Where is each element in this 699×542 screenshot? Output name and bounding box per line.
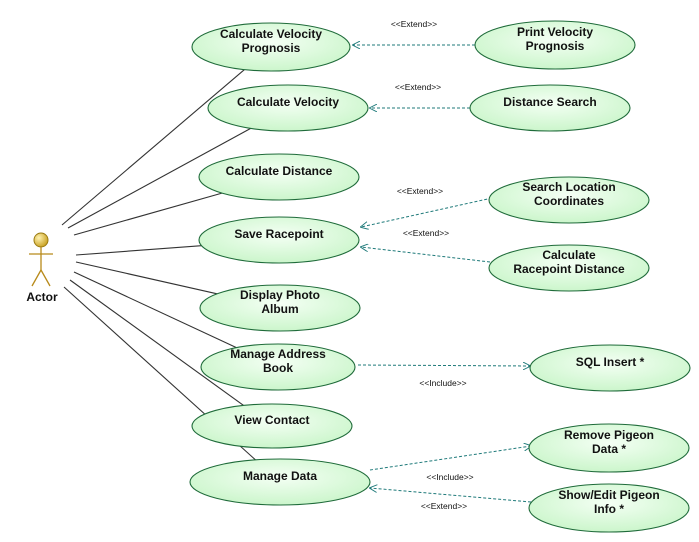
dependency-arrow: [370, 488, 532, 503]
use-case-label: Coordinates: [534, 194, 604, 208]
dependency-arrow: [357, 365, 530, 366]
stereotype-label: <<Extend>>: [421, 501, 467, 511]
use-case-label: Prognosis: [242, 41, 301, 55]
use-case-ellipse: [469, 84, 631, 132]
use-case-ellipse: [200, 343, 356, 391]
use-case-label: Manage Data: [243, 469, 317, 483]
association-line: [73, 271, 237, 349]
use-case-label: Prognosis: [526, 39, 585, 53]
use-case-ellipse: [189, 458, 371, 506]
association-line: [73, 192, 223, 236]
association-lines: [61, 69, 256, 461]
use-case-view-contact[interactable]: View Contact: [191, 403, 353, 449]
use-case-ellipse: [198, 153, 360, 201]
use-case-label: Calculate: [542, 248, 596, 262]
use-case-label: Search Location: [522, 180, 615, 194]
use-case-ellipse: [191, 403, 353, 449]
use-case-label: Info *: [594, 502, 624, 516]
dependency-lines: <<Extend>> <<Extend>> <<Extend>> <<Extend>>…: [353, 19, 531, 511]
association-line: [75, 245, 202, 256]
stereotype-label: <<Include>>: [426, 472, 473, 482]
use-case-ellipse: [207, 84, 369, 132]
use-case-label: Print Velocity: [517, 25, 593, 39]
use-case-label: Book: [263, 361, 293, 375]
actor-right-leg: [40, 269, 51, 287]
actor-head: [33, 232, 49, 248]
use-case-label: Album: [261, 302, 298, 316]
use-case-ellipse: [529, 344, 691, 392]
use-case-label: Display Photo: [240, 288, 320, 302]
use-case-dist-search[interactable]: Distance Search: [469, 84, 631, 132]
use-case-ellipse: [528, 423, 690, 473]
actor-left-leg: [31, 269, 42, 287]
stereotype-label: <<Extend>>: [391, 19, 437, 29]
use-case-label: Save Racepoint: [234, 227, 323, 241]
use-case-ellipse: [191, 22, 351, 72]
use-case-label: Show/Edit Pigeon: [558, 488, 659, 502]
dependency-arrow: [369, 446, 531, 471]
use-case-label: Calculate Velocity: [237, 95, 339, 109]
dependency-arrow: [361, 197, 493, 227]
association-line: [61, 69, 245, 226]
use-case-ellipse: [528, 483, 690, 533]
stereotype-label: <<Include>>: [419, 378, 466, 388]
use-case-ellipse: [198, 216, 360, 264]
use-case-save-race[interactable]: Save Racepoint: [198, 216, 360, 264]
use-case-ellipse: [488, 244, 650, 292]
use-case-ellipse: [474, 20, 636, 70]
use-case-manage-data[interactable]: Manage Data: [189, 458, 371, 506]
stereotype-label: <<Extend>>: [403, 228, 449, 238]
association-line: [67, 127, 251, 229]
association-line: [75, 261, 218, 295]
use-case-sql-insert[interactable]: SQL Insert *: [529, 344, 691, 392]
use-case-calc-dist[interactable]: Calculate Distance: [198, 153, 360, 201]
use-case-label: View Contact: [234, 413, 309, 427]
use-case-label: Manage Address: [230, 347, 326, 361]
use-case-label: Racepoint Distance: [513, 262, 625, 276]
use-case-label: Calculate Velocity: [220, 27, 322, 41]
use-case-label: SQL Insert *: [576, 355, 645, 369]
use-case-label: Data *: [592, 442, 626, 456]
use-case-ellipse: [199, 284, 361, 332]
actor[interactable]: Actor: [26, 232, 58, 304]
use-case-label: Distance Search: [503, 95, 596, 109]
stereotype-label: <<Extend>>: [397, 186, 443, 196]
stereotype-label: <<Extend>>: [395, 82, 441, 92]
use-case-ellipse: [488, 176, 650, 224]
use-case-calc-vel[interactable]: Calculate Velocity: [207, 84, 369, 132]
actor-label: Actor: [26, 290, 58, 304]
association-line: [69, 279, 244, 406]
use-case-label: Calculate Distance: [226, 164, 333, 178]
use-case-label: Remove Pigeon: [564, 428, 654, 442]
dependency-arrow: [361, 247, 491, 263]
